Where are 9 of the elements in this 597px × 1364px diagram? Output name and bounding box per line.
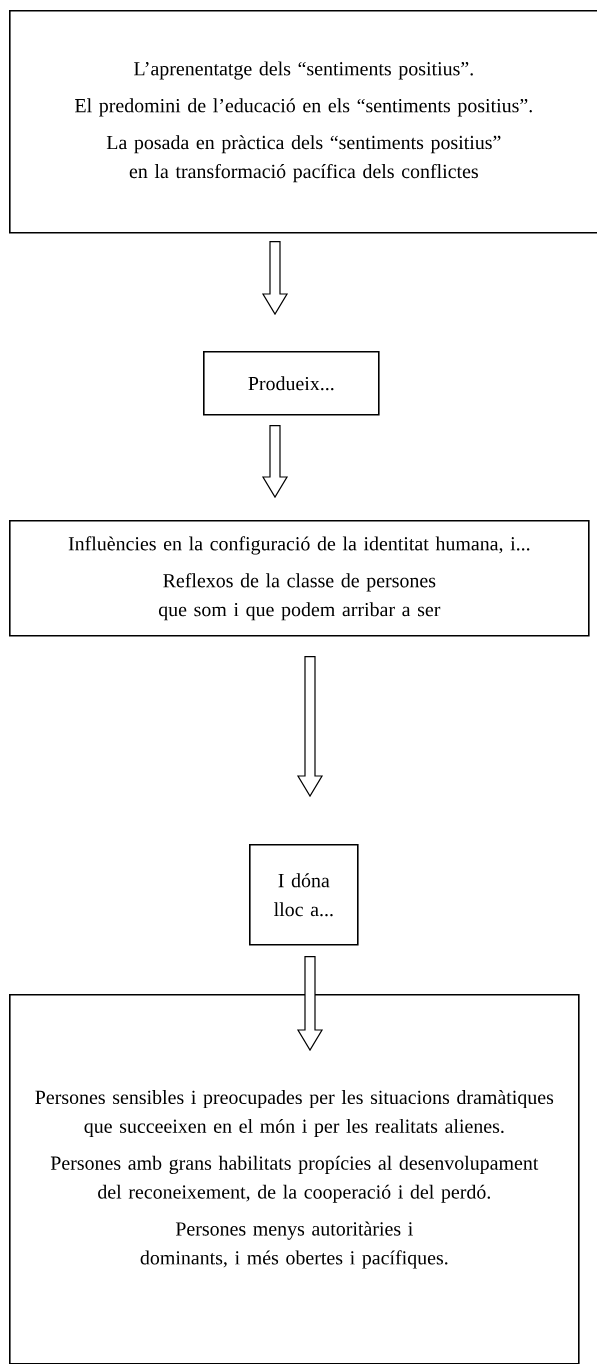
hollow-arrow [296,656,324,798]
text-box: Influències en la configuració de la identitat humana, i... Reflexos de la classe de persones que som i que podem arribar a ser [9,520,590,637]
hollow-arrow [261,241,289,316]
hollow-arrow [296,956,324,1052]
text-box: Persones sensibles i preocupades per les situacions dramàtiques que succeeixen en el món i per les realitats alienes. Persones amb grans habilitats propícies al desenvolupament del reconeixement, de la cooperació i del perdó. Persones menys autoritàries i dominants, i més obertes i pacífiques. [9,994,580,1364]
text-box: I dóna lloc a... [249,844,359,946]
hollow-arrow [261,425,289,499]
text-box: L’aprenentatge dels “sentiments positius”. El predomini de l’educació en els “sentiments positius”. La posada en pràctica dels “sentiments positius” en la transformació pacífica dels conflictes [9,10,597,234]
text-box: Produeix... [203,351,380,416]
